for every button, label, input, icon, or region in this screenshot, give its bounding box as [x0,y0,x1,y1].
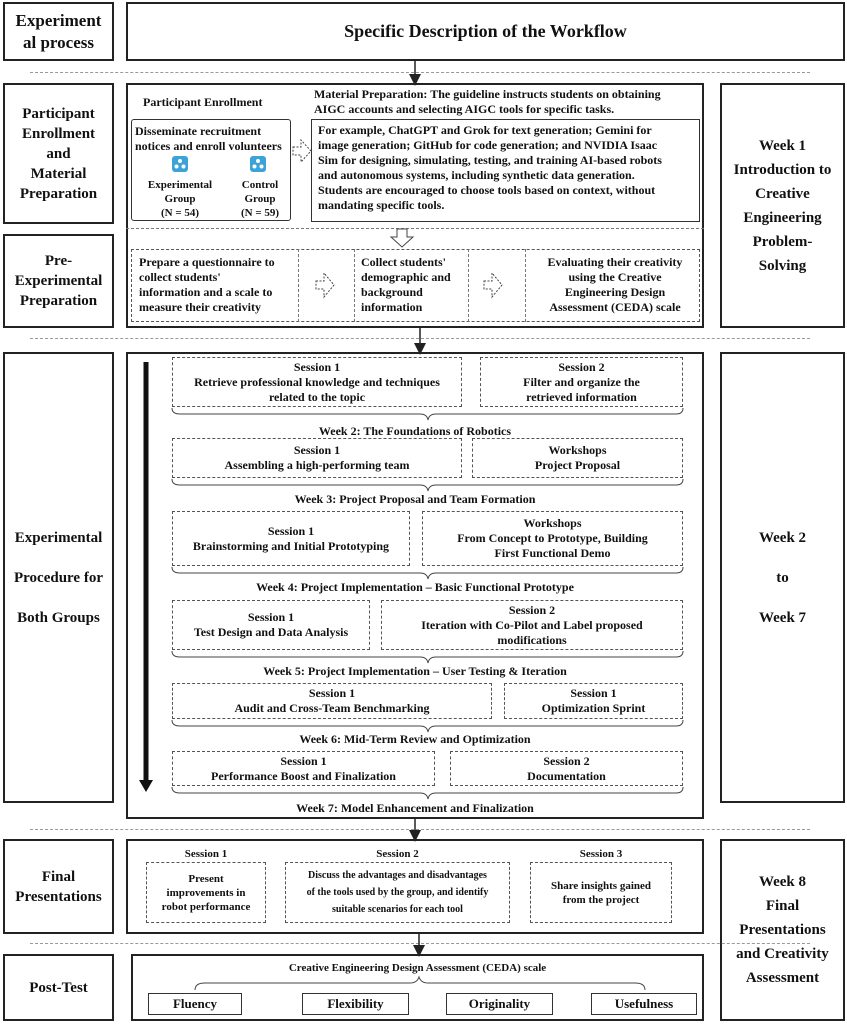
post-test-label: Post-Test [3,954,114,1021]
final-session-2: Discuss the advantages and disadvantages… [285,862,510,923]
final-session-1: Present improvements in robot performanc… [146,862,266,923]
week8-label: Week 8 Final Presentations and Creativit… [720,839,845,1021]
week7-label: Week 7: Model Enhancement and Finalizati… [296,801,534,815]
pre-step-1: Prepare a questionnaire to collect stude… [139,255,275,314]
final-session-3-title: Session 3 [579,848,623,860]
divider [30,943,810,944]
week7-session-2: Session 2 Documentation [450,751,683,786]
experimental-process-label: Experiment al process [3,2,114,61]
disseminate-text: Disseminate recruitment notices and enro… [135,124,282,153]
divider [126,228,704,229]
participant-enrollment-label: Participant Enrollment and Material Prep… [3,83,114,224]
dashed-right-arrow-icon [483,271,503,299]
week5-session-2: Session 2 Iteration with Co-Pilot and La… [381,600,683,650]
final-session-3: Share insights gained from the project [530,862,672,923]
pre-step-2: Collect students' demographic and backgr… [361,255,451,314]
originality-box: Originality [446,993,553,1015]
divider [354,249,355,322]
week6-session-1: Session 1 Audit and Cross-Team Benchmark… [172,683,492,719]
timeline-arrowhead [139,780,153,792]
week4-label: Week 4: Project Implementation – Basic F… [256,580,574,594]
week3-session-1: Session 1 Assembling a high-performing t… [172,438,462,478]
divider [298,249,299,322]
material-preparation-body: For example, ChatGPT and Grok for text g… [318,123,662,212]
divider [468,249,469,322]
experimental-group: Experimental Group (N = 54) [147,179,213,219]
week2-7-label: Week 2 to Week 7 [720,352,845,803]
participant-enrollment-title: Participant Enrollment [143,95,263,109]
divider [30,829,810,830]
pre-steps-box [131,249,700,322]
pre-experimental-label: Pre- Experimental Preparation [3,234,114,328]
dashed-right-arrow-icon [292,138,312,164]
brace [194,975,646,991]
week1-label: Week 1 Introduction to Creative Engineer… [720,83,845,328]
fluency-box: Fluency [148,993,242,1015]
week5-label: Week 5: Project Implementation – User Te… [263,664,567,678]
brace [171,650,684,664]
workflow-title: Specific Description of the Workflow [126,2,845,61]
brace [171,786,684,800]
week4-workshop: Workshops From Concept to Prototype, Bui… [422,511,683,566]
material-preparation-title: Material Preparation: The guideline inst… [314,87,661,116]
brace [171,478,684,492]
week6-label: Week 6: Mid-Term Review and Optimization [299,732,531,746]
week5-session-1: Session 1 Test Design and Data Analysis [172,600,370,650]
week2-session-2: Session 2 Filter and organize the retrie… [480,357,683,407]
divider [30,72,810,73]
brace [171,719,684,733]
week2-session-1: Session 1 Retrieve professional knowledg… [172,357,462,407]
divider [525,249,526,322]
final-presentations-label: Final Presentations [3,839,114,934]
week4-session-1: Session 1 Brainstorming and Initial Prot… [172,511,410,566]
usefulness-box: Usefulness [591,993,697,1015]
experimental-procedure-label: Experimental Procedure for Both Groups [3,352,114,803]
week7-session-1: Session 1 Performance Boost and Finaliza… [172,751,435,786]
procedure-panel [126,352,704,819]
final-session-1-title: Session 1 [184,848,228,860]
people-icon [172,156,188,172]
brace [171,407,684,421]
week3-label: Week 3: Project Proposal and Team Format… [294,492,536,506]
week3-workshop: Workshops Project Proposal [472,438,683,478]
week6-session-2: Session 1 Optimization Sprint [504,683,683,719]
final-session-2-title: Session 2 [376,848,419,860]
material-box [311,119,700,222]
dashed-down-arrow-icon [389,228,415,248]
people-icon [250,156,266,172]
dashed-right-arrow-icon [315,271,335,299]
week2-label: Week 2: The Foundations of Robotics [318,424,512,438]
pre-step-3: Evaluating their creativity using the Cr… [547,255,683,314]
flexibility-box: Flexibility [302,993,409,1015]
control-group: Control Group (N = 59) [240,179,280,219]
brace [171,566,684,580]
ceda-title: Creative Engineering Design Assessment (… [288,962,547,974]
